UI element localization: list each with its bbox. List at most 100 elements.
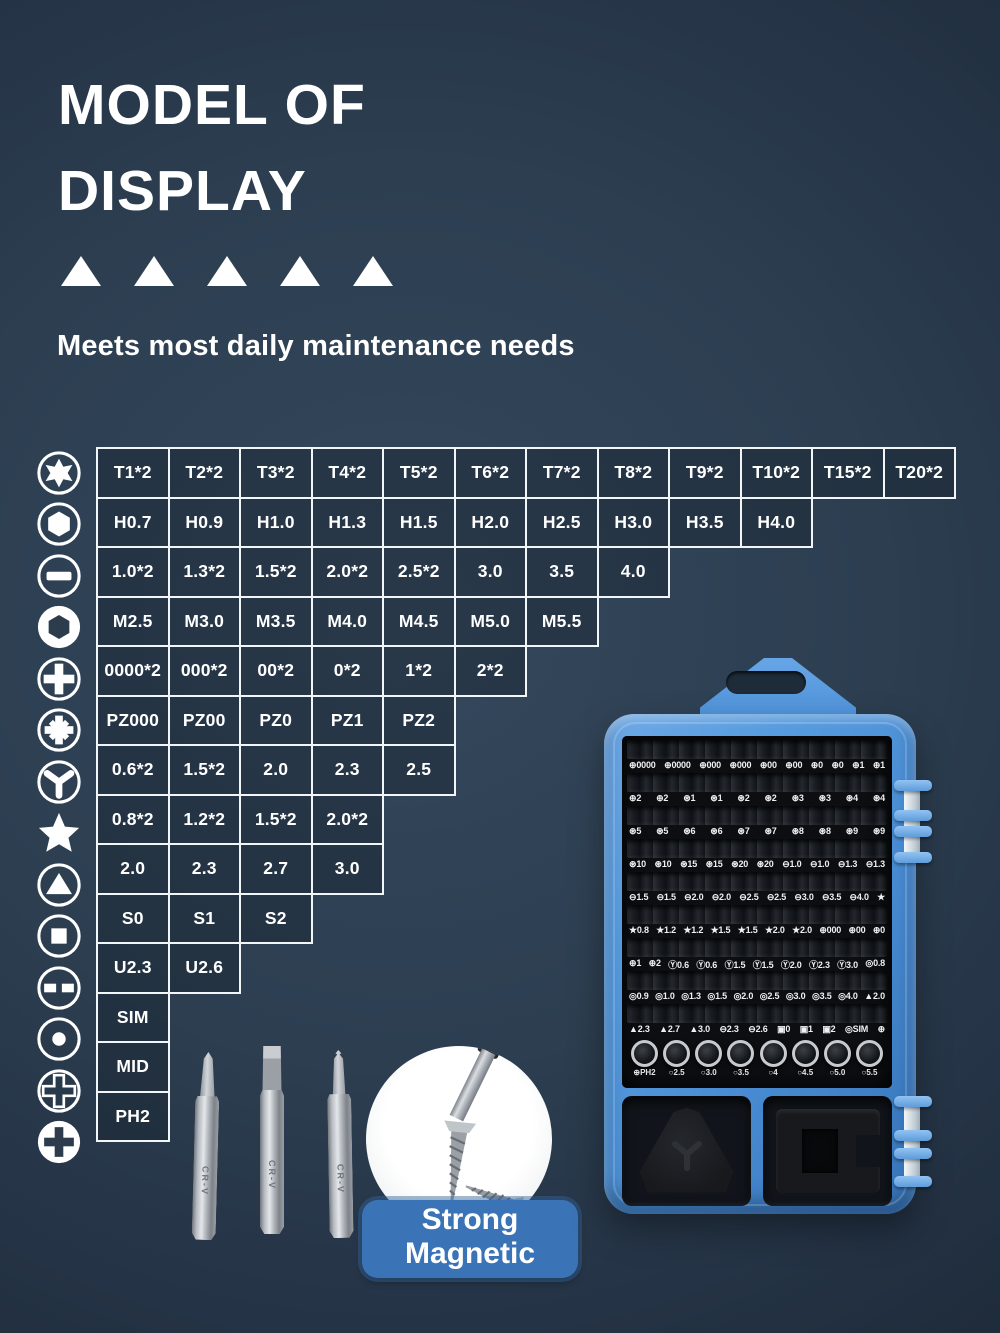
triwing-icon: [33, 756, 85, 808]
case-bit-label: ★0.8: [629, 925, 649, 935]
table-cell: 2.0: [96, 843, 170, 895]
torx-bit-photo: CR-V: [326, 1050, 353, 1238]
triangle-pry-pick: [639, 1107, 734, 1193]
socket-hole: [631, 1040, 658, 1067]
case-bit-label: ⊕000: [819, 925, 842, 935]
bit-adapter: [775, 1109, 880, 1193]
table-cell: 1.5*2: [239, 546, 313, 598]
case-bit-strip: [627, 1004, 887, 1023]
triangle-decoration: [353, 256, 393, 286]
bit-case-insert: ⊕0000⊕0000⊕000⊕000⊕00⊕00⊕0⊕0⊕1⊕1⊕2⊕2⊛1⊛1…: [622, 736, 892, 1088]
table-cell: 2.5*2: [382, 546, 456, 598]
case-bit-label: ⊖2.5: [739, 892, 759, 902]
case-bit-label: ⊛6: [710, 826, 723, 836]
socket-hole: [791, 1040, 819, 1067]
case-bit-label: ⊕0: [831, 760, 844, 770]
case-bit-label: ⊛2: [764, 793, 777, 803]
case-hinge-clips-top: [894, 780, 936, 864]
table-cell: H3.5: [668, 496, 742, 548]
case-bit-label: ⊕0000: [664, 760, 691, 770]
table-cell: 0000*2: [96, 645, 170, 697]
table-cell: T1*2: [96, 447, 170, 499]
case-bit-label: ◎1.0: [655, 991, 675, 1001]
table-cell: H1.0: [239, 496, 313, 548]
case-bit-row-labels: ⊕0000⊕0000⊕000⊕000⊕00⊕00⊕0⊕0⊕1⊕1: [622, 759, 892, 773]
table-cell: PZ000: [96, 694, 170, 746]
case-hinge-clips-bottom: [894, 1096, 936, 1188]
case-bit-label: ⊕2: [648, 958, 661, 968]
table-cell: 3.0: [453, 546, 527, 598]
table-cell: 0.8*2: [96, 793, 170, 845]
case-bit-label: ⊕2: [656, 793, 669, 803]
case-bit-label: ⊕0: [810, 760, 823, 770]
star-icon: [33, 808, 85, 860]
case-bit-label: ⊛5: [629, 826, 642, 836]
case-socket: ○5.5: [855, 1040, 883, 1077]
case-bit-label: ◎1.3: [681, 991, 701, 1001]
case-bit-strip: [627, 839, 887, 858]
case-bit-label: ⊛20: [756, 859, 774, 869]
table-cell: 2.3: [310, 744, 384, 796]
subtitle: Meets most daily maintenance needs: [57, 330, 575, 362]
triangle-decoration: [61, 256, 101, 286]
case-bit-label: ◎SIM: [844, 1024, 869, 1034]
case-bit-label: ⊛8: [791, 826, 804, 836]
case-bit-label: ◎1.5: [707, 991, 727, 1001]
case-bit-label: ⊖4.0: [849, 892, 869, 902]
phillips-icon: [33, 653, 85, 705]
case-bit-label: ⊛6: [683, 826, 696, 836]
adapter-compartment: [763, 1096, 892, 1206]
case-bit-label: ★1.5: [737, 925, 758, 935]
case-socket: ○4.5: [791, 1040, 819, 1077]
sim-pin-icon: [33, 1014, 85, 1066]
case-bit-label: ★2.0: [792, 925, 812, 935]
case-bit-label: Ⓨ3.0: [837, 960, 858, 970]
table-cell: H0.9: [167, 496, 241, 548]
case-bit-label: Ⓨ1.5: [752, 960, 774, 970]
case-bit-label: ◎4.0: [838, 991, 858, 1001]
case-bit-label: ⊖1.5: [656, 892, 676, 902]
table-cell: 1*2: [382, 645, 456, 697]
case-bit-label: ⊛1: [710, 793, 723, 803]
case-socket: ○4: [759, 1040, 787, 1077]
case-bit-label: Ⓨ1.5: [724, 960, 746, 970]
socket-label: ○3.5: [732, 1068, 749, 1077]
table-cell: 1.5*2: [239, 793, 313, 845]
table-cell: M3.0: [167, 595, 241, 647]
title-line-2: DISPLAY: [58, 159, 307, 223]
table-cell: PZ0: [239, 694, 313, 746]
case-bit-label: ⊛10: [654, 859, 672, 869]
case-bit-label: ⊖2.3: [719, 1024, 739, 1034]
socket-label: ⊕PH2: [633, 1068, 656, 1077]
case-bit-row-labels: ⊛5⊛5⊛6⊛6⊛7⊛7⊛8⊛8⊛9⊛9: [622, 825, 892, 839]
case-bit-row-labels: ◎0.9◎1.0◎1.3◎1.5◎2.0◎2.5◎3.0◎3.5◎4.0▲2.0: [622, 990, 892, 1004]
table-cell: T8*2: [596, 447, 670, 499]
socket-label: ○3.0: [700, 1068, 717, 1077]
hanging-screw: [444, 1120, 477, 1204]
table-cell: 2*2: [453, 645, 527, 697]
mid-icon: [33, 1065, 85, 1117]
case-bit-label: ◎2.0: [733, 991, 754, 1001]
case-bit-label: ⊖2.5: [766, 892, 787, 902]
case-bit-strip: [627, 971, 887, 990]
table-cell: T9*2: [668, 447, 742, 499]
case-bit-label: Ⓨ2.0: [780, 960, 802, 970]
case-bit-label: ⊛1: [683, 793, 696, 803]
phillips-bit-photo: CR-V: [192, 1052, 221, 1241]
case-bit-label: ⊖2.0: [711, 892, 731, 902]
table-cell: 0*2: [310, 645, 384, 697]
case-bit-strip: [627, 872, 887, 891]
table-cell: 3.0: [310, 843, 384, 895]
bit-engraving: CR-V: [267, 1160, 277, 1190]
table-row: MID: [96, 1041, 956, 1093]
table-cell: T2*2: [167, 447, 241, 499]
socket-label: ○4.5: [797, 1068, 814, 1077]
case-bit-row-labels: ★0.8★1.2★1.2★1.5★1.5★2.0★2.0⊕000⊕00⊕0: [622, 924, 892, 938]
case-bit-label: ▲3.0: [689, 1024, 710, 1034]
table-cell: H3.0: [596, 496, 670, 548]
strong-magnetic-badge: Strong Magnetic: [362, 1200, 578, 1278]
case-bit-label: ▣0: [777, 1024, 791, 1034]
